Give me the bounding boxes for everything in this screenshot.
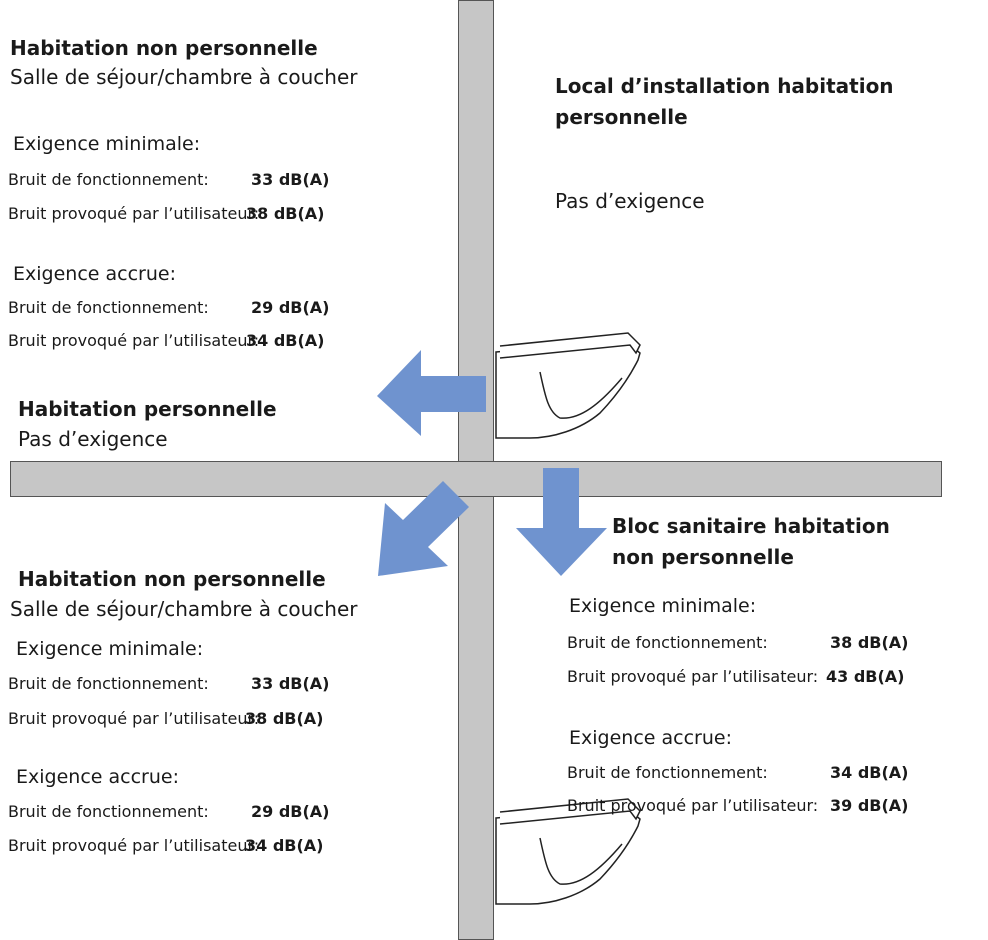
- row-label: Bruit provoqué par l’utilisateur:: [8, 331, 260, 350]
- row-label: Bruit provoqué par l’utilisateur:: [567, 796, 819, 815]
- bottom-right-min-row-2: Bruit provoqué par l’utilisateur: 43 dB(…: [567, 667, 905, 687]
- toilet-icon-bottom: [494, 798, 641, 905]
- row-value: 33 dB(A): [251, 170, 330, 189]
- top-left-min-heading: Exigence minimale:: [13, 133, 201, 155]
- top-left-high-heading: Exigence accrue:: [13, 263, 176, 285]
- row-label: Bruit provoqué par l’utilisateur:: [8, 204, 260, 223]
- top-left-min-row-1: Bruit de fonctionnement: 33 dB(A): [8, 170, 330, 190]
- bottom-right-title-line-2: non personnelle: [612, 545, 794, 569]
- mid-left-note: Pas d’exigence: [18, 427, 168, 451]
- row-label: Bruit de fonctionnement:: [8, 170, 209, 189]
- row-value: 43 dB(A): [826, 667, 905, 686]
- row-value: 38 dB(A): [245, 709, 324, 728]
- top-left-high-row-2: Bruit provoqué par l’utilisateur: 34 dB(…: [8, 331, 325, 351]
- row-label: Bruit de fonctionnement:: [8, 298, 209, 317]
- row-label: Bruit provoqué par l’utilisateur:: [8, 709, 260, 728]
- bottom-left-high-row-2: Bruit provoqué par l’utilisateur: 34 dB(…: [8, 836, 324, 856]
- row-value: 38 dB(A): [246, 204, 325, 223]
- row-label: Bruit de fonctionnement:: [8, 674, 209, 693]
- row-value: 38 dB(A): [830, 633, 909, 652]
- toilet-icon-top: [494, 332, 641, 439]
- row-value: 29 dB(A): [251, 298, 330, 317]
- bottom-left-subtitle: Salle de séjour/chambre à coucher: [10, 597, 358, 621]
- wall-junction: [459, 462, 493, 496]
- top-right-title-line-1: Local d’installation habitation: [555, 74, 894, 98]
- top-left-min-row-2: Bruit provoqué par l’utilisateur: 38 dB(…: [8, 204, 325, 224]
- bottom-left-title: Habitation non personnelle: [18, 567, 326, 591]
- bottom-right-title-line-1: Bloc sanitaire habitation: [612, 514, 890, 538]
- arrow-left-icon: [377, 350, 486, 436]
- row-value: 29 dB(A): [251, 802, 330, 821]
- row-label: Bruit de fonctionnement:: [8, 802, 209, 821]
- bottom-left-min-row-2: Bruit provoqué par l’utilisateur: 38 dB(…: [8, 709, 324, 729]
- bottom-left-high-heading: Exigence accrue:: [16, 766, 179, 788]
- row-value: 34 dB(A): [830, 763, 909, 782]
- top-right-title-line-2: personnelle: [555, 105, 688, 129]
- bottom-right-high-row-2: Bruit provoqué par l’utilisateur: 39 dB(…: [567, 796, 909, 816]
- bottom-right-high-heading: Exigence accrue:: [569, 727, 732, 749]
- bottom-left-min-row-1: Bruit de fonctionnement: 33 dB(A): [8, 674, 330, 694]
- row-label: Bruit de fonctionnement:: [567, 633, 768, 652]
- top-left-high-row-1: Bruit de fonctionnement: 29 dB(A): [8, 298, 330, 318]
- arrow-down-icon: [516, 468, 607, 576]
- arrow-down-left-icon: [378, 481, 469, 576]
- row-value: 39 dB(A): [830, 796, 909, 815]
- bottom-left-min-heading: Exigence minimale:: [16, 638, 204, 660]
- mid-left-title: Habitation personnelle: [18, 397, 277, 421]
- row-value: 33 dB(A): [251, 674, 330, 693]
- bottom-right-min-row-1: Bruit de fonctionnement: 38 dB(A): [567, 633, 909, 653]
- row-label: Bruit de fonctionnement:: [567, 763, 768, 782]
- top-right-note: Pas d’exigence: [555, 189, 705, 213]
- top-left-title: Habitation non personnelle: [10, 36, 318, 60]
- bottom-right-high-row-1: Bruit de fonctionnement: 34 dB(A): [567, 763, 909, 783]
- row-label: Bruit provoqué par l’utilisateur:: [8, 836, 260, 855]
- row-value: 34 dB(A): [246, 331, 325, 350]
- bottom-right-min-heading: Exigence minimale:: [569, 595, 757, 617]
- row-label: Bruit provoqué par l’utilisateur:: [567, 667, 819, 686]
- top-left-subtitle: Salle de séjour/chambre à coucher: [10, 65, 358, 89]
- bottom-left-high-row-1: Bruit de fonctionnement: 29 dB(A): [8, 802, 330, 822]
- row-value: 34 dB(A): [245, 836, 324, 855]
